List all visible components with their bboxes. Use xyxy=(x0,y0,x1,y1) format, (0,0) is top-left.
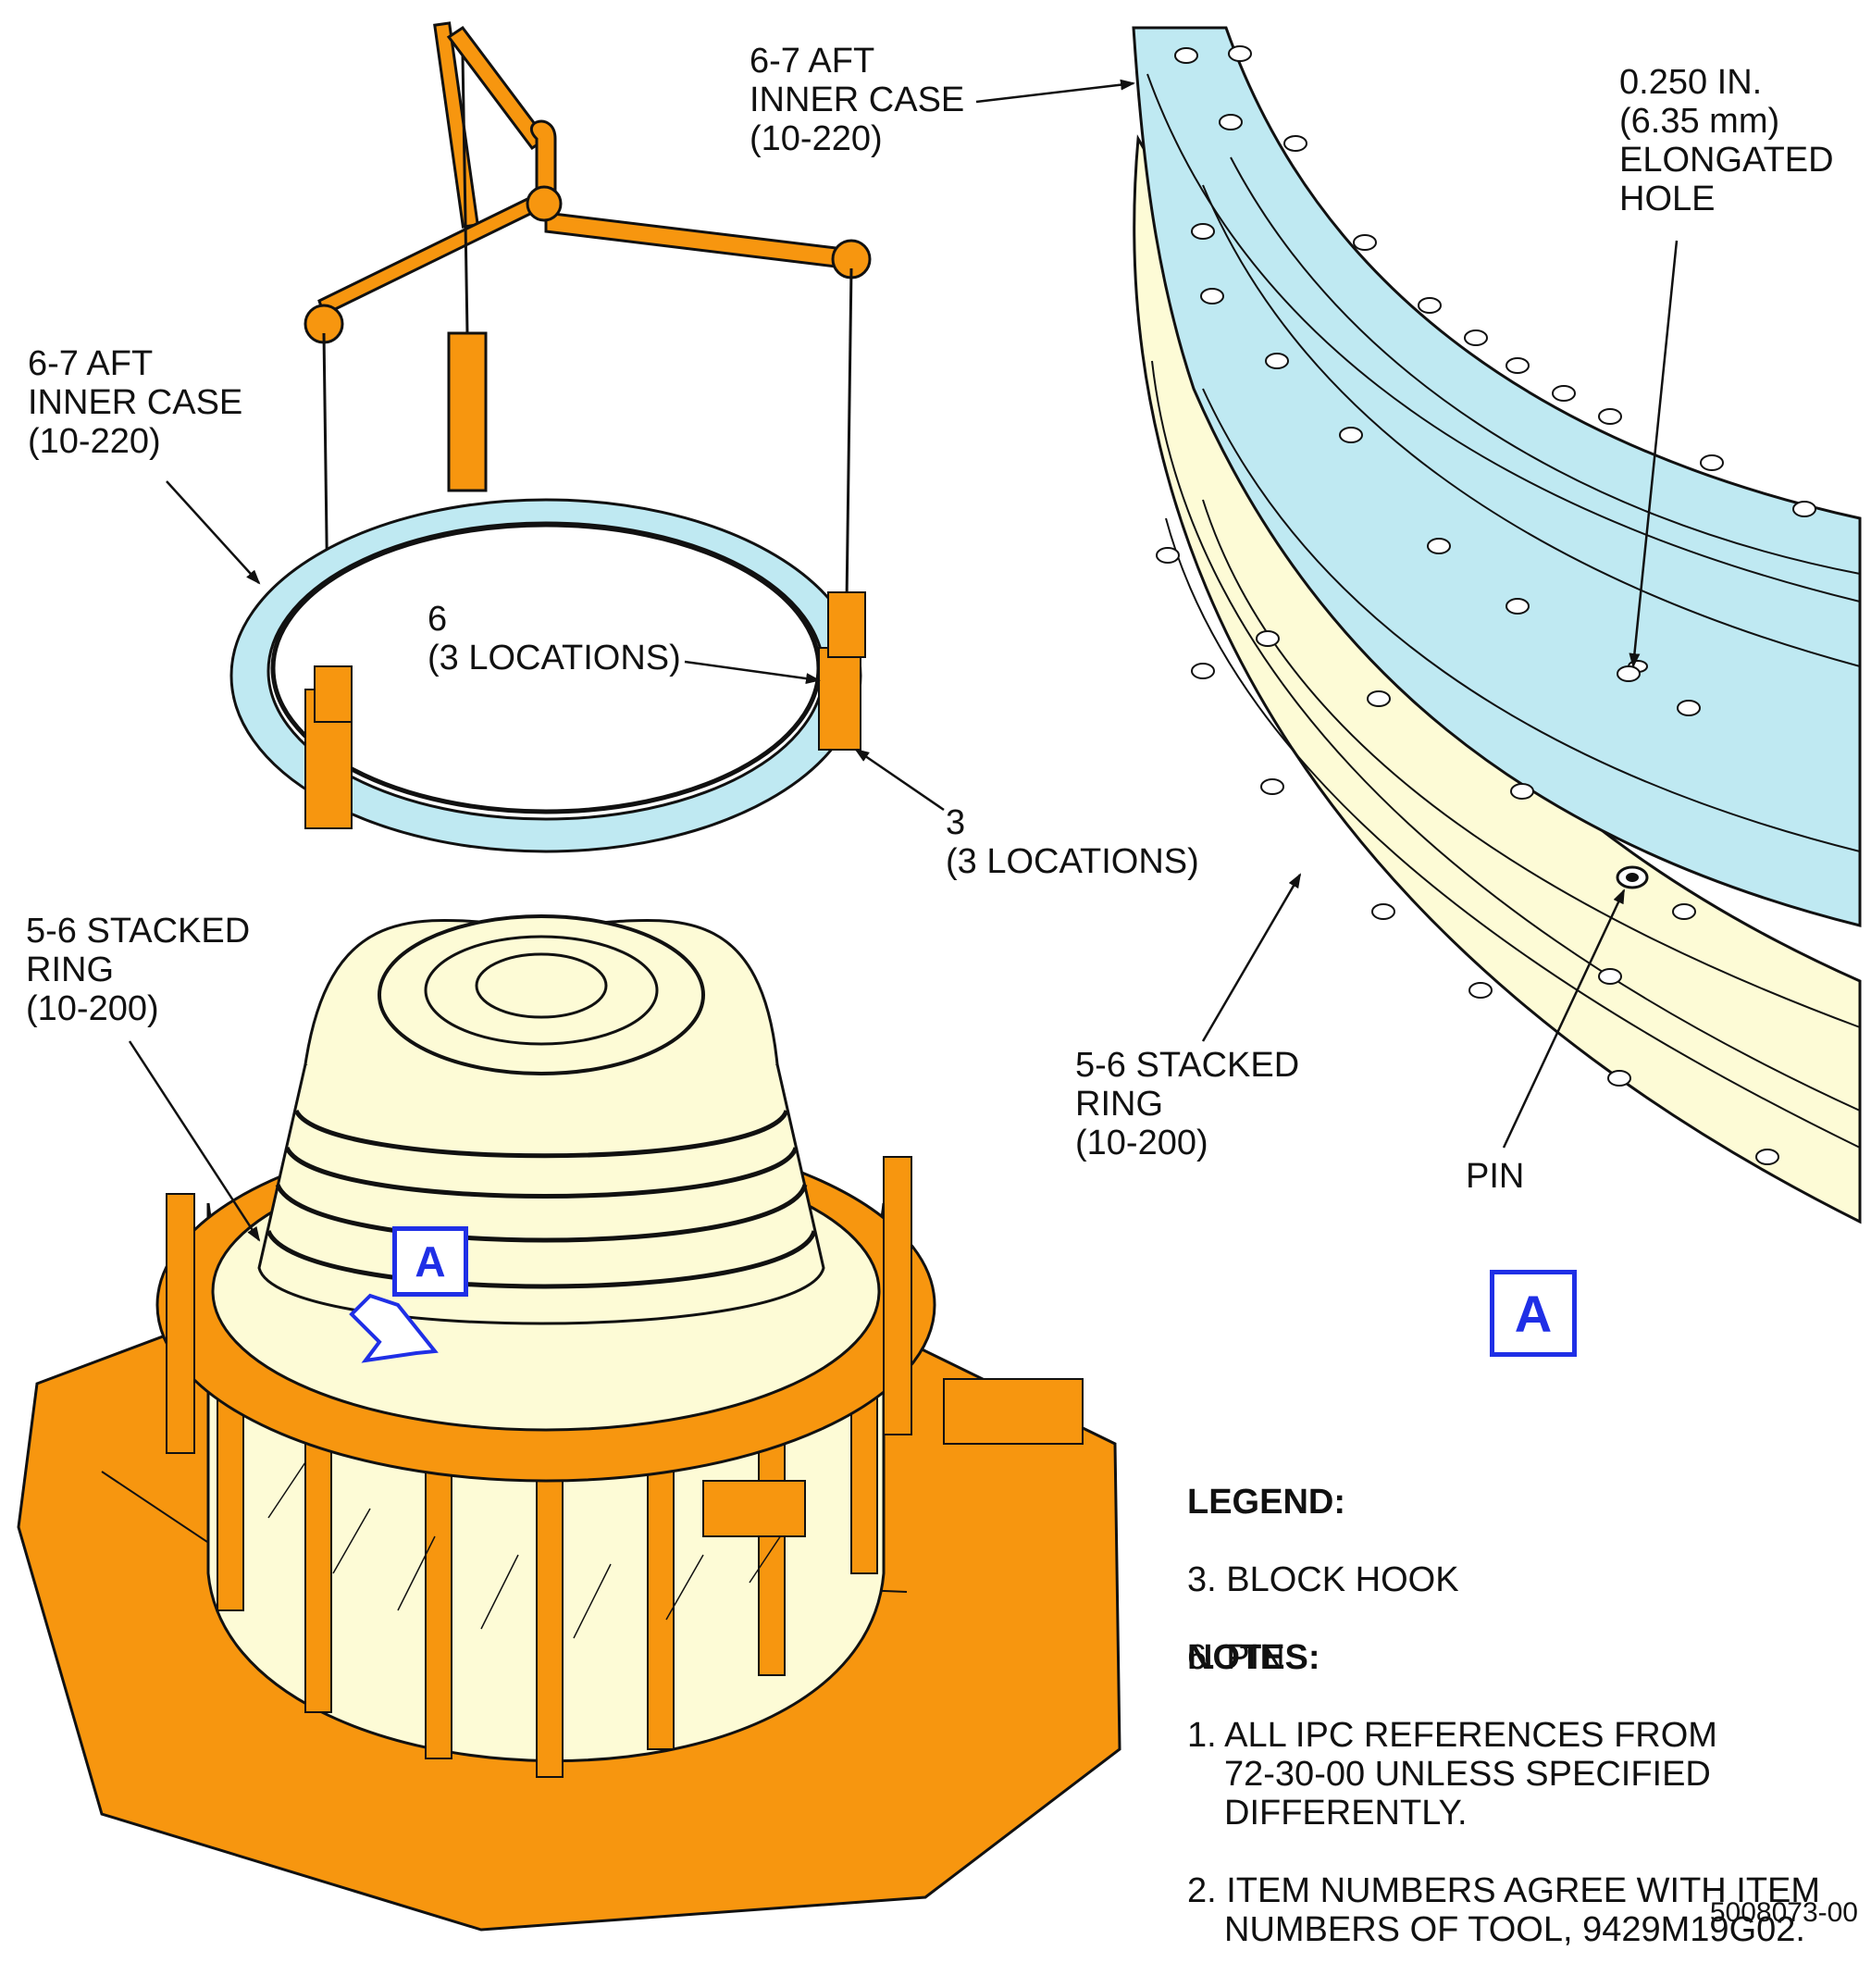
label-elongated-hole: 0.250 IN. (6.35 mm) ELONGATED HOLE xyxy=(1619,63,1834,218)
legend-title: LEGEND: xyxy=(1187,1483,1345,1522)
detail-a-view xyxy=(1132,26,1862,1224)
label-stacked-ring-right: 5-6 STACKED RING (10-200) xyxy=(1075,1046,1300,1162)
label-pin: PIN xyxy=(1466,1157,1525,1196)
main-assembly-view xyxy=(17,21,1121,1932)
note-item: 1. ALL IPC REFERENCES FROM 72-30-00 UNLE… xyxy=(1187,1716,1717,1833)
label-block-hook-3: 3 (3 LOCATIONS) xyxy=(946,803,1199,881)
illustration xyxy=(17,21,1862,1932)
legend: LEGEND: 3. BLOCK HOOK 6. PIN xyxy=(1187,1444,1459,1716)
label-aft-inner-case-top: 6-7 AFT INNER CASE (10-220) xyxy=(750,42,965,158)
figure-number: 5008073-00 xyxy=(1709,1897,1858,1928)
label-aft-inner-case-left: 6-7 AFT INNER CASE (10-220) xyxy=(28,344,243,461)
legend-item: 6. PIN xyxy=(1187,1638,1285,1677)
label-pin-6: 6 (3 LOCATIONS) xyxy=(427,600,681,677)
notes: NOTES: 1. ALL IPC REFERENCES FROM 72-30-… xyxy=(1187,1599,1820,1988)
view-a-callout-detail: A xyxy=(1490,1270,1577,1357)
leader-lines xyxy=(128,79,1679,1242)
legend-item: 3. BLOCK HOOK xyxy=(1187,1560,1459,1599)
view-a-callout-main: A xyxy=(392,1226,468,1297)
view-direction-arrow xyxy=(349,1293,439,1363)
label-stacked-ring-left: 5-6 STACKED RING (10-200) xyxy=(26,912,251,1028)
detail-aft-inner-case xyxy=(1132,26,1862,927)
notes-title: NOTES: xyxy=(1187,1638,1320,1677)
